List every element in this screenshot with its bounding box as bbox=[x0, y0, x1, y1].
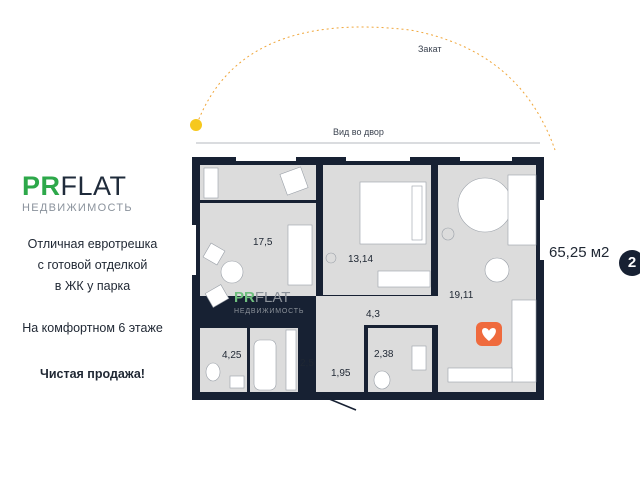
floor-info: На комфортном 6 этаже bbox=[22, 321, 163, 335]
bathtub bbox=[253, 339, 277, 391]
room-area-corridor: 1,95 bbox=[331, 368, 351, 379]
window-top-3 bbox=[460, 157, 512, 161]
table-living bbox=[220, 260, 244, 284]
view-label: Вид во двор bbox=[333, 127, 384, 137]
sink-bath bbox=[229, 375, 245, 389]
sunset-label: Закат bbox=[418, 44, 442, 54]
wardrobe-balcony bbox=[203, 167, 219, 199]
total-area: 65,25 м2 bbox=[549, 244, 610, 261]
kitchen-counter bbox=[511, 299, 537, 383]
heart-icon bbox=[482, 328, 496, 341]
logo-subtitle: НЕДВИЖИМОСТЬ bbox=[22, 202, 133, 214]
room-area-living: 17,5 bbox=[253, 237, 273, 248]
sofa bbox=[287, 224, 313, 286]
armchair-balcony bbox=[279, 166, 309, 196]
chair-living-1 bbox=[202, 242, 226, 266]
room-area-kitchen: 19,11 bbox=[449, 290, 474, 301]
description-line-3: в ЖК у парка bbox=[54, 279, 131, 293]
sofa-kitchen bbox=[507, 174, 537, 246]
description-line-1: Отличная евротрешка bbox=[27, 237, 158, 251]
window-top-1 bbox=[236, 157, 296, 161]
window-left-1 bbox=[192, 225, 196, 275]
sale-info: Чистая продажа! bbox=[40, 367, 145, 381]
room-area-wc: 2,38 bbox=[374, 349, 394, 360]
shelves-closet bbox=[285, 329, 297, 391]
logo-flat: FLAT bbox=[60, 171, 127, 201]
room-hall-fill bbox=[316, 296, 438, 325]
logo-wordmark: PRFLAT bbox=[22, 172, 162, 200]
plant-bedroom bbox=[325, 252, 337, 264]
description-line-2: с готовой отделкой bbox=[37, 258, 148, 272]
round-rug bbox=[457, 177, 513, 233]
entrance-door bbox=[321, 395, 357, 411]
logo-pr: PR bbox=[22, 171, 61, 201]
rooms-count-badge: 2 bbox=[619, 250, 640, 276]
brand-logo: PRFLAT НЕДВИЖИМОСТЬ bbox=[22, 172, 162, 214]
watermark-flat: FLAT bbox=[255, 289, 291, 306]
room-area-hall: 4,3 bbox=[366, 309, 380, 320]
chair-living-2 bbox=[204, 284, 230, 308]
toilet-wc bbox=[373, 370, 391, 390]
sink-wc bbox=[411, 345, 427, 371]
bed-pillows bbox=[411, 185, 423, 241]
room-area-bath: 4,25 bbox=[222, 350, 242, 361]
dining-table bbox=[484, 257, 510, 283]
room-area-bedroom: 13,14 bbox=[348, 254, 373, 265]
window-top-2 bbox=[346, 157, 410, 161]
watermark-subtitle: НЕДВИЖИМОСТЬ bbox=[234, 308, 304, 315]
listing-description: Отличная евротрешка с готовой отделкой в… bbox=[0, 234, 185, 297]
window-right-1 bbox=[540, 200, 544, 260]
wardrobe-bedroom bbox=[377, 270, 431, 288]
room-hall-lower-fill bbox=[316, 325, 364, 392]
toilet-bath bbox=[205, 362, 221, 382]
kitchen-counter-bottom bbox=[447, 367, 513, 383]
plant-kitchen bbox=[441, 227, 455, 241]
room-area-closet: 2,5 bbox=[300, 358, 314, 369]
watermark-wordmark: PRFLAT bbox=[234, 289, 290, 306]
sun-icon bbox=[190, 119, 202, 131]
watermark-pr: PR bbox=[234, 289, 255, 306]
sun-path-arc bbox=[196, 26, 556, 151]
